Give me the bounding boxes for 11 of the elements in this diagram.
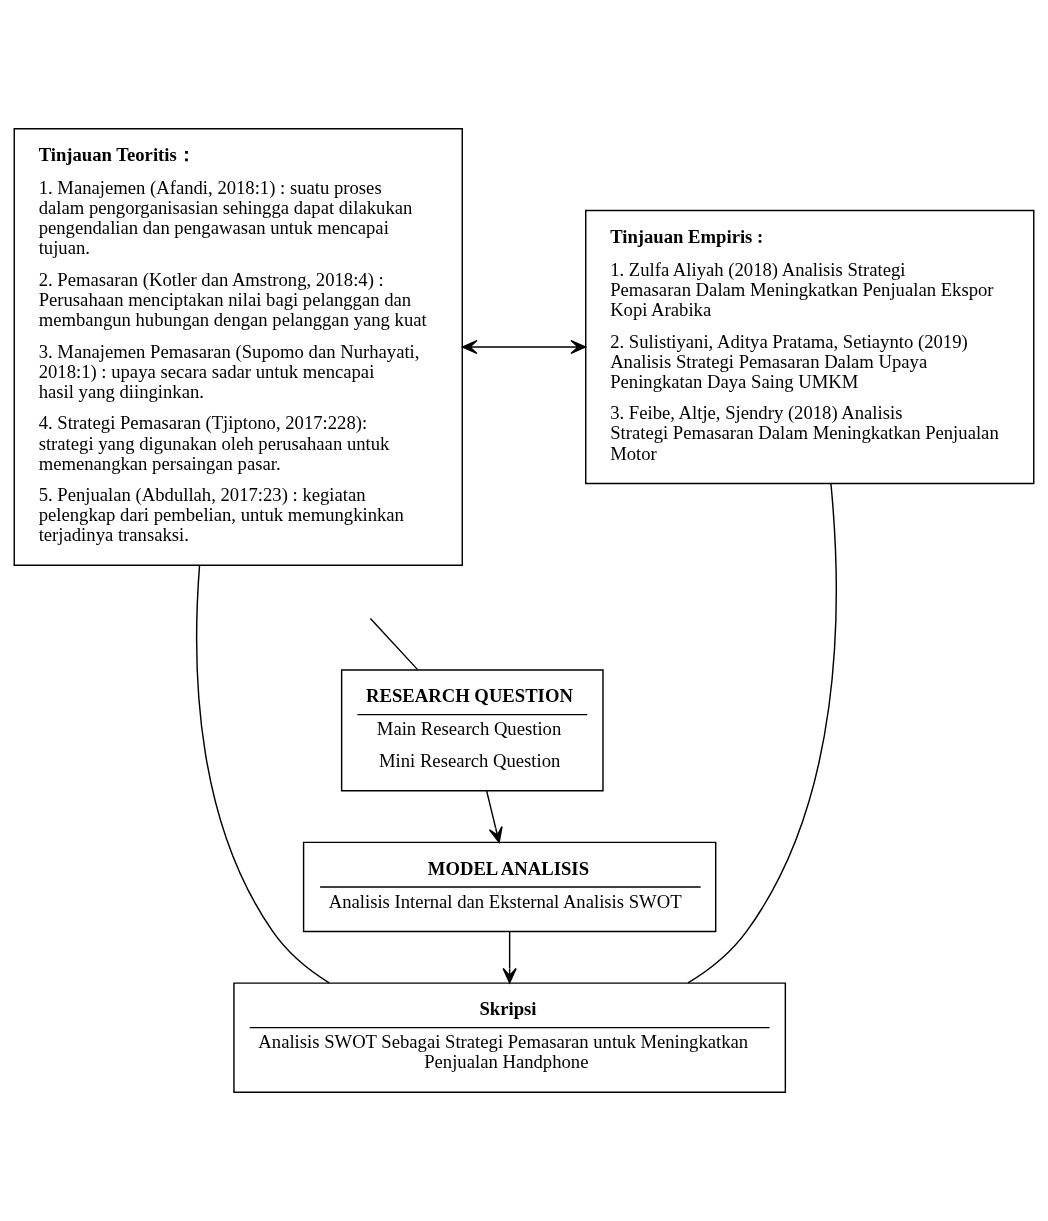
arrow: [461, 339, 587, 355]
connector: [369, 617, 419, 671]
node-box: Tinjauan Empiris : 1. Zulfa Aliyah (2018) Analisis Strategi Pemasaran Dalam Meningkatkan Penjualan Ekspor Kopi Arabika 2. Sulistiyani, Aditya Pratama, Setiaynto (2019) Analisis Strategi Pemasaran Dalam Upaya Peningkatan Daya Saing UMKM 3. Feibe, Altje, Sjendry (2018) Analisis Strategi Pemasaran Dalam Meningkatkan Penjualan Motor: [585, 209, 1035, 485]
arrow: [485, 790, 503, 843]
node-box: Tinjauan Teoritis： 1. Manajemen (Afandi, 2018:1) : suatu proses dalam pengorganisasian sehingga dapat dilakukan pengendalian dan pengawasan untuk mencapai tujuan. 2. Pemasaran (Kotler dan Amstrong, 2018:4) : Perusahaan menciptakan nilai bagi pelanggan dan membangun hubungan dengan pelanggan yang kuat 3. Manajemen Pemasaran (Supomo dan Nurhayati, 2018:1) : upaya secara sadar untuk mencapai hasil yang diinginkan. 4. Strategi Pemasaran (Tjiptono, 2017:228): strategi yang digunakan oleh perusahaan untuk memenangkan persaingan pasar. 5. Penjualan (Abdullah, 2017:23) : kegiatan pelengkap dari pembelian, untuk memungkinkan terjadinya transaksi.: [13, 128, 463, 566]
arrow: [502, 930, 517, 984]
connector: [687, 482, 837, 984]
connector: [196, 564, 330, 984]
node-box: Skripsi Analisis SWOT Sebagai Strategi Pemasaran untuk Meningkatkan Penjualan Handphone: [233, 982, 787, 1093]
node-box: MODEL ANALISIS Analisis Internal dan Eksternal Analisis SWOT: [302, 841, 717, 933]
node-box: RESEARCH QUESTION Main Research Question Mini Research Question: [340, 669, 604, 792]
